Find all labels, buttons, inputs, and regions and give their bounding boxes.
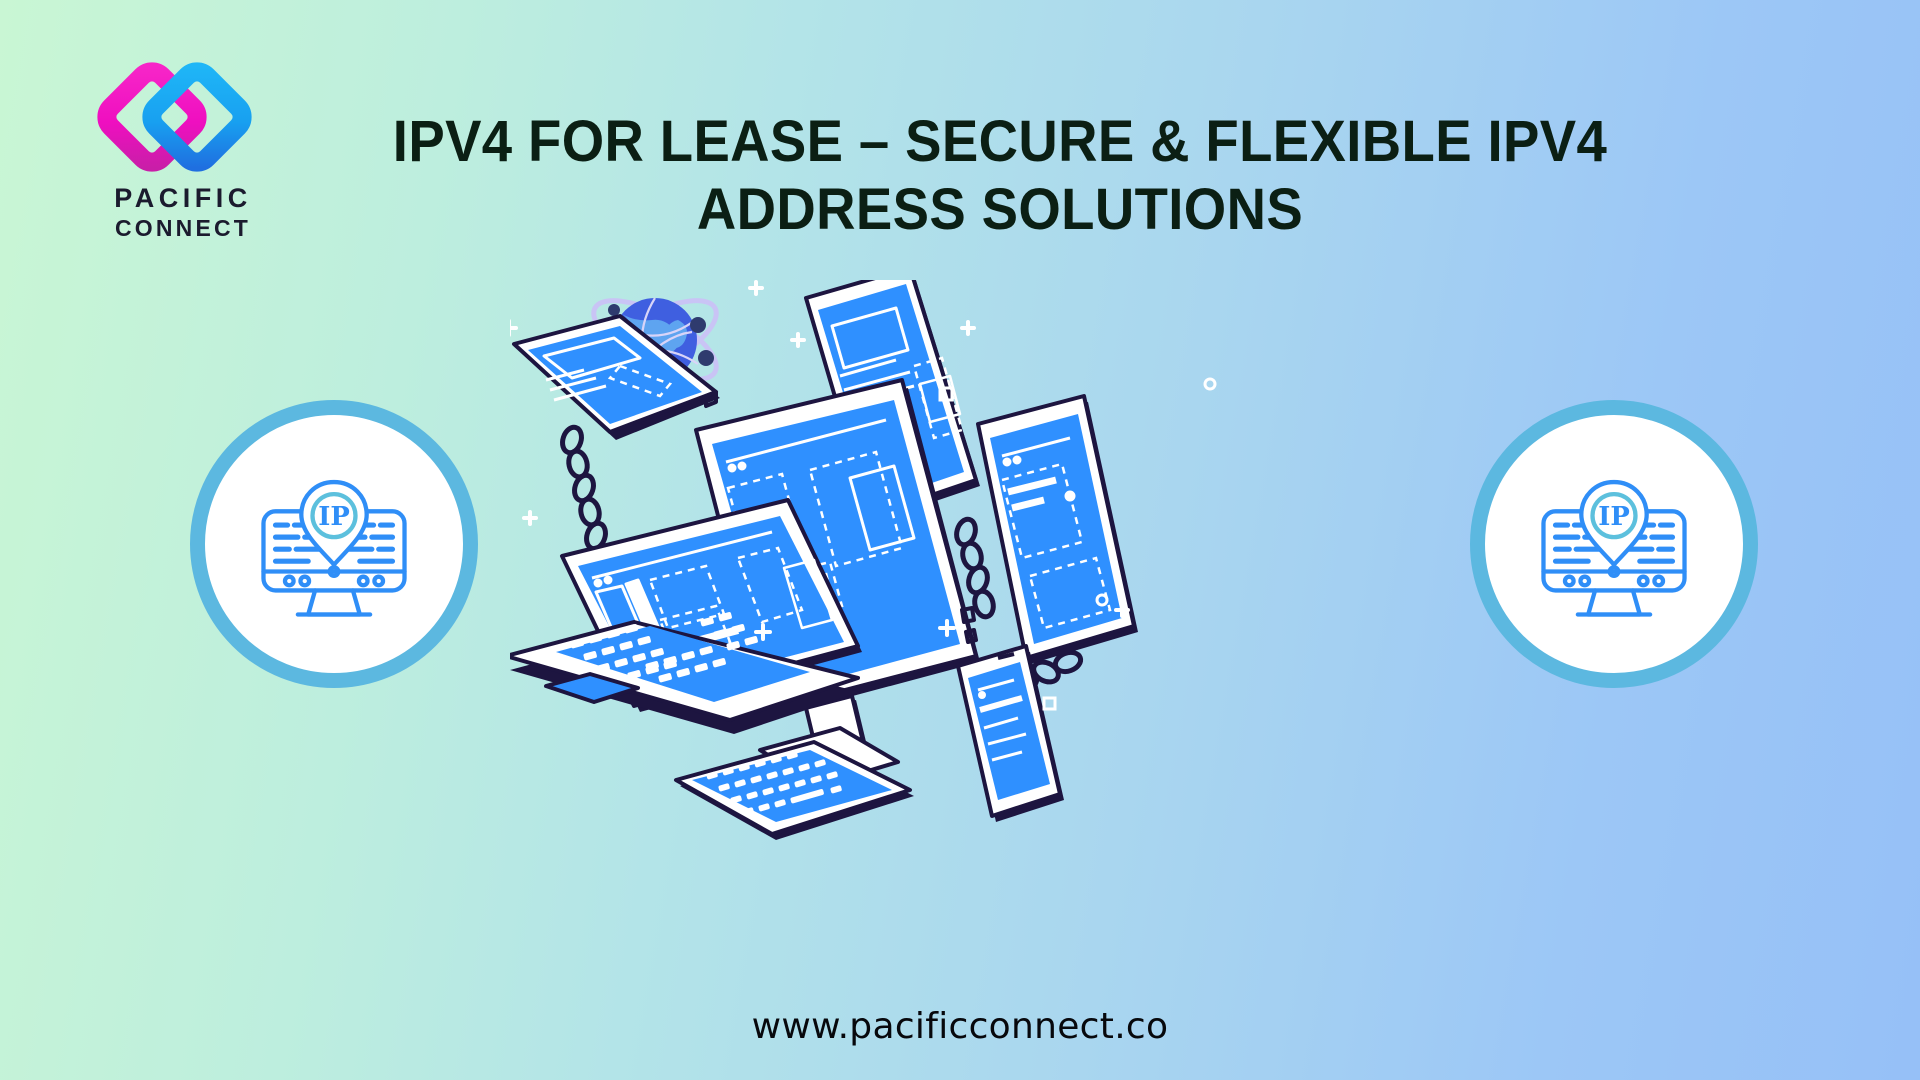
- badge-ip-label: IP: [318, 502, 349, 532]
- badge-ip-label: IP: [1598, 502, 1629, 532]
- sparkle-decorations: [510, 280, 1130, 641]
- page-title: IPV4 FOR LEASE – SECURE & FLEXIBLE IPV4 …: [392, 109, 1608, 242]
- isometric-connected-devices-illustration: .scr{fill:#2f90ff;} .bod{fill:#ffffff;} …: [510, 280, 1450, 1000]
- laptop: [510, 498, 862, 734]
- logo-wordmark: PACIFIC CONNECT: [78, 183, 288, 242]
- tablet-right: [976, 394, 1138, 664]
- logo-wordmark-line1: PACIFIC: [114, 183, 252, 213]
- tablet-top-left: [512, 314, 720, 440]
- smartphone: [956, 644, 1064, 822]
- logo-mark-icon: [96, 55, 256, 180]
- logo-wordmark-line2: CONNECT: [114, 214, 252, 241]
- ip-monitor-icon: IP: [1541, 479, 1687, 617]
- brand-logo[interactable]: PACIFIC CONNECT: [78, 55, 288, 245]
- external-keyboard: [674, 740, 914, 840]
- ip-monitor-badge-right: IP: [1470, 400, 1758, 688]
- ip-monitor-badge-left: IP: [190, 400, 478, 688]
- footer-website-url[interactable]: www.pacificconnect.co: [751, 1006, 1169, 1047]
- ip-monitor-icon: IP: [261, 479, 407, 617]
